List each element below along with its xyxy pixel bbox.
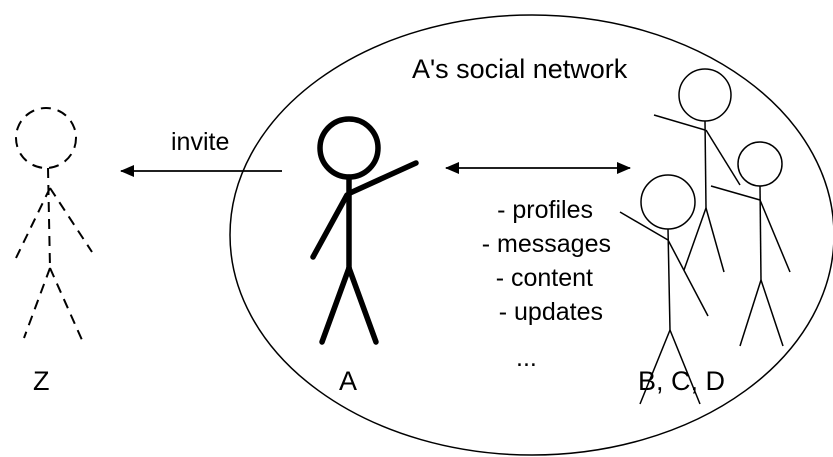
member-figure-right xyxy=(710,141,791,347)
shared-item-content: - content xyxy=(496,264,593,292)
invite-label: invite xyxy=(171,128,229,156)
member-figure-back xyxy=(653,68,741,273)
shared-item-profiles: - profiles xyxy=(497,196,593,224)
invitee-figure-z xyxy=(15,107,93,341)
shared-item-messages: - messages xyxy=(482,230,611,258)
member-figure-a xyxy=(310,116,419,345)
member-figure-front xyxy=(619,174,709,405)
member-figures-bcd xyxy=(619,68,791,405)
label-z: Z xyxy=(33,366,50,396)
label-a: A xyxy=(339,366,357,396)
shared-item-updates: - updates xyxy=(499,298,603,326)
social-network-boundary xyxy=(229,14,833,456)
network-title: A's social network xyxy=(412,54,628,84)
label-bcd: B, C, D xyxy=(638,366,725,396)
shared-items-list: - profiles - messages - content - update… xyxy=(482,196,611,326)
more-indicator: ... xyxy=(516,344,537,372)
